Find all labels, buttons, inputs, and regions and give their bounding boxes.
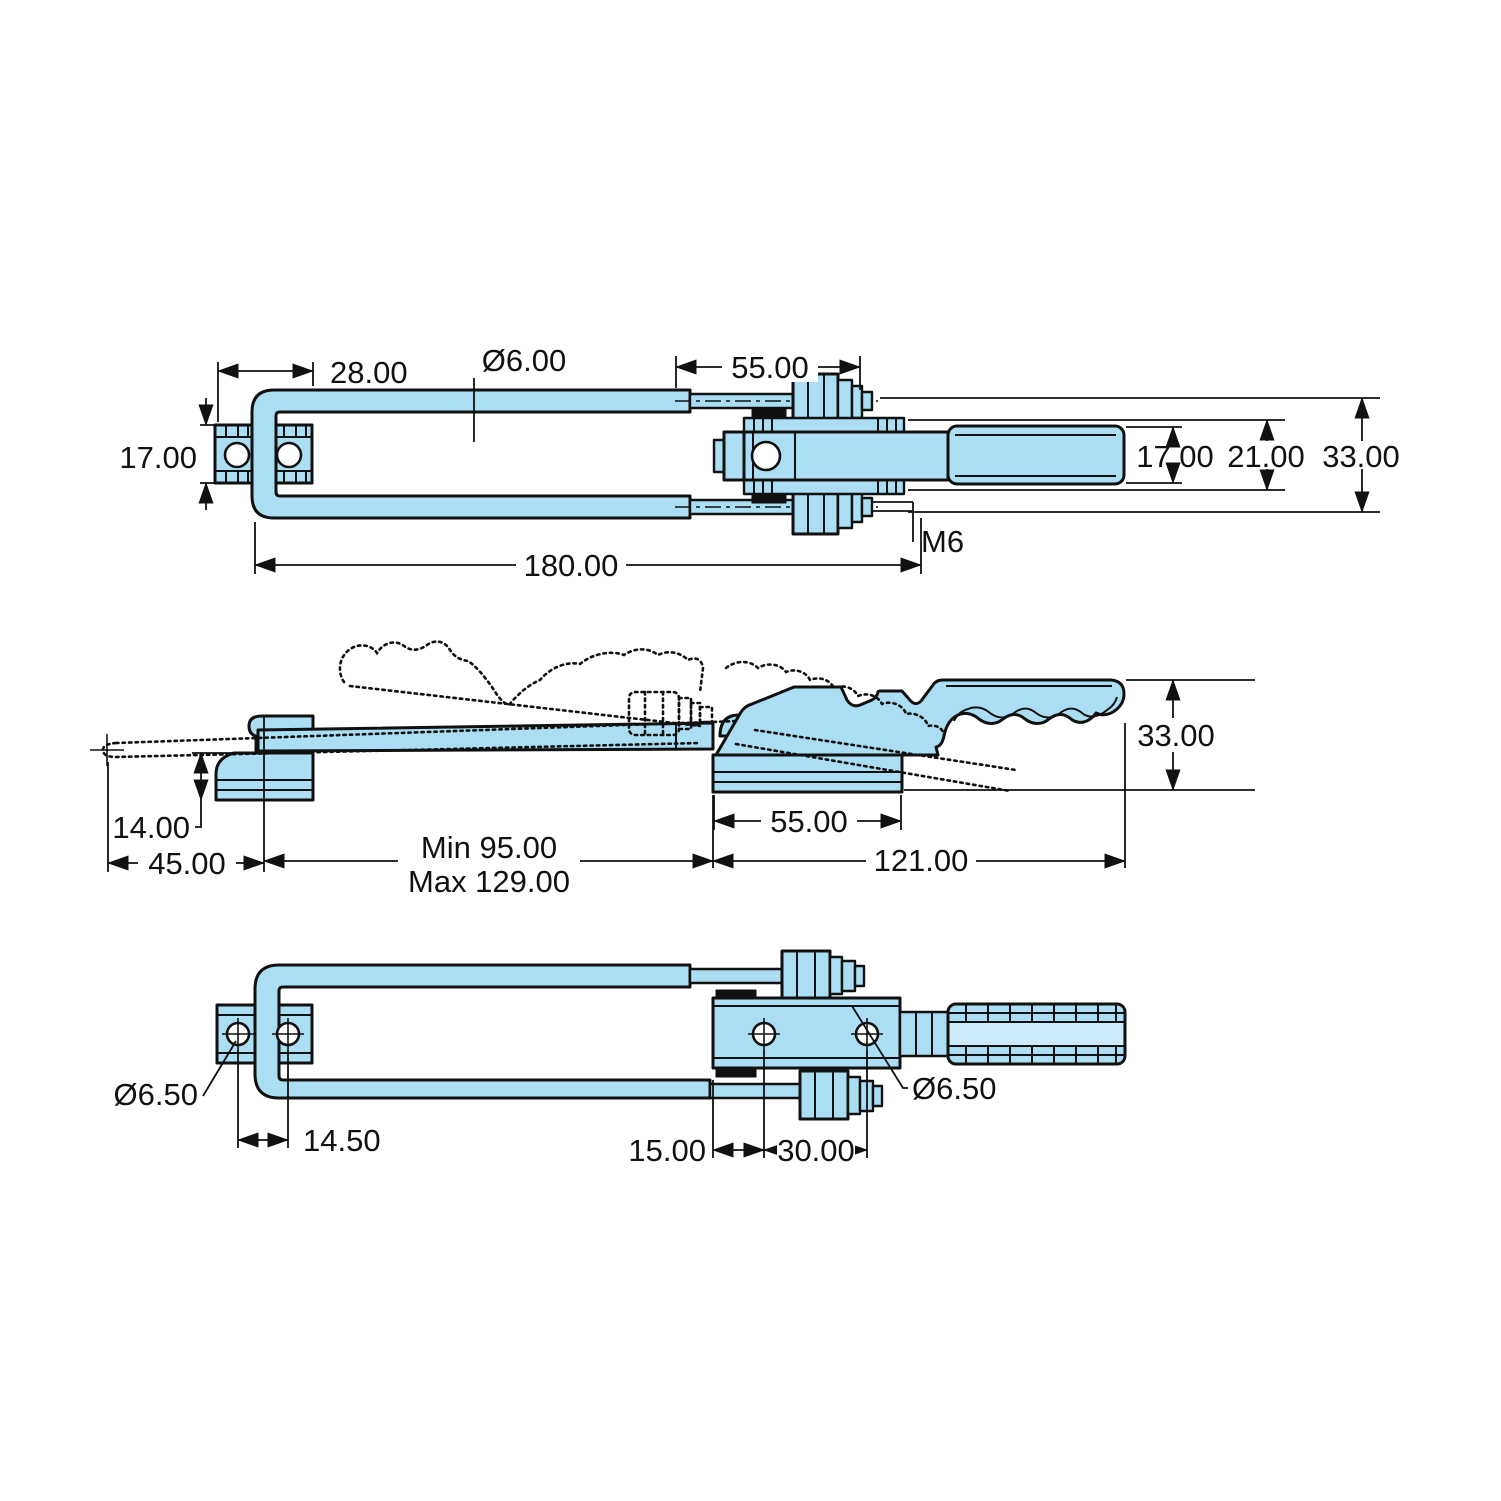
dim-hole-spacing-right: 30.00 <box>777 1133 855 1168</box>
side-view: 33.00 14.00 45.00 Min 95.00 Max 129.00 5… <box>90 640 1255 899</box>
dim-hole-offset-right: 15.00 <box>628 1133 706 1168</box>
dim-keeper-offset: 45.00 <box>148 846 226 881</box>
handle-grip-plan <box>898 1002 1127 1066</box>
dim-base-length: 55.00 <box>770 804 848 839</box>
dim-hole-spacing-left: 14.50 <box>303 1123 381 1158</box>
dim-handle-height: 17.00 <box>1136 439 1214 474</box>
dim-reach-max: Max 129.00 <box>408 864 570 899</box>
side-view-dimensions: 33.00 14.00 45.00 Min 95.00 Max 129.00 5… <box>106 678 1255 899</box>
dim-rod-diameter: Ø6.00 <box>482 343 566 378</box>
clamp-body-plan <box>711 989 902 1078</box>
dim-bracket-height: 17.00 <box>119 440 197 475</box>
bail-side <box>256 721 715 753</box>
clamp-base-side <box>711 753 904 794</box>
dim-bracket-width: 28.00 <box>330 355 408 390</box>
dim-overall-length: 180.00 <box>524 548 619 583</box>
dim-hole-diameter-left: Ø6.50 <box>114 1077 198 1112</box>
dim-overall-height-side: 33.00 <box>1137 718 1215 753</box>
dim-hole-diameter-right: Ø6.50 <box>912 1071 996 1106</box>
u-bolt-bail <box>250 388 692 520</box>
dim-reach-min: Min 95.00 <box>421 830 557 865</box>
u-bolt-plan <box>253 963 712 1100</box>
dim-overall-height-top: 33.00 <box>1322 439 1400 474</box>
bottom-nut-stack-plan <box>798 1069 884 1121</box>
dim-plate-height: 21.00 <box>1227 439 1305 474</box>
dim-thread: M6 <box>921 524 964 559</box>
dim-keeper-height: 14.00 <box>112 810 190 845</box>
bottom-view-dimensions: Ø6.50 14.50 15.00 30.00 Ø6.50 <box>114 1005 996 1168</box>
bracket-holes-left <box>222 1018 304 1050</box>
top-view: 28.00 Ø6.00 55.00 17.00 17.00 <box>119 343 1399 583</box>
clamp-body-top <box>712 430 950 482</box>
bottom-view: Ø6.50 14.50 15.00 30.00 Ø6.50 <box>114 949 1127 1168</box>
top-view-dimensions: 28.00 Ø6.00 55.00 17.00 17.00 <box>119 343 1399 583</box>
handle-top-view <box>946 424 1126 486</box>
top-nut-stack-plan <box>780 949 866 1001</box>
dim-body-length: 121.00 <box>874 843 969 878</box>
open-position-outline <box>90 640 1018 793</box>
clamp-body-handle-side <box>714 678 1126 757</box>
dim-spindle-length: 55.00 <box>731 350 809 385</box>
